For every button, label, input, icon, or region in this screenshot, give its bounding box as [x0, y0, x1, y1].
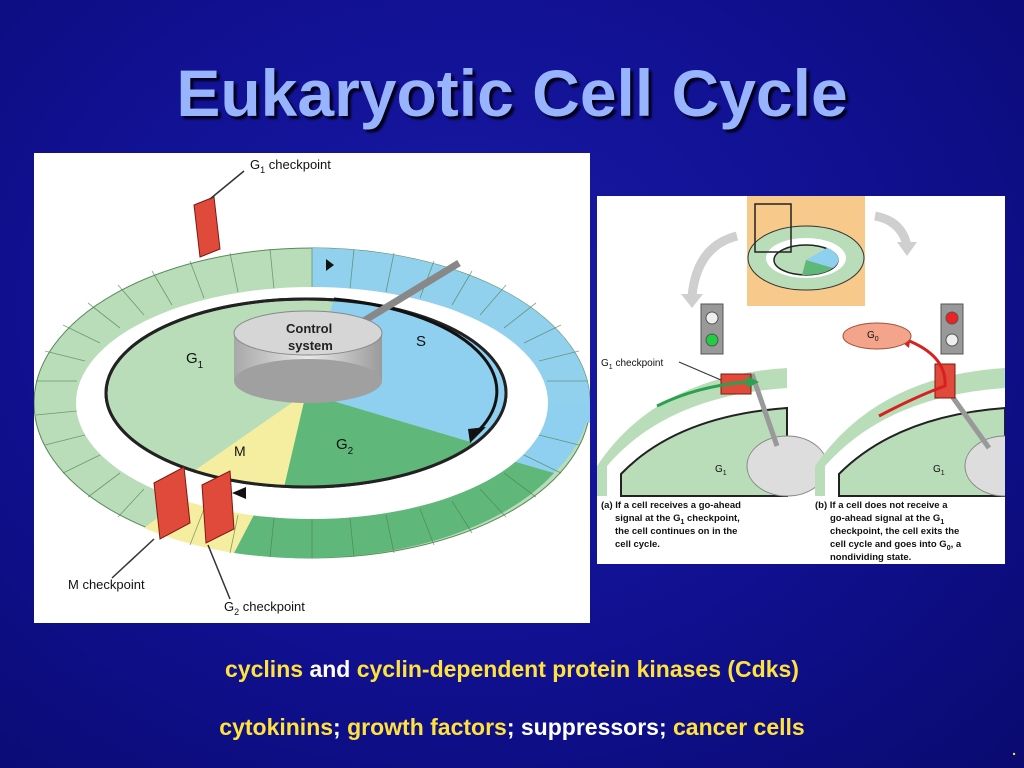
m-phase-wedge: [194, 393, 306, 487]
bottom-line-2: cytokinins; growth factors; suppressors;…: [0, 714, 1024, 741]
label-g2: G2: [336, 436, 354, 457]
label-g1: G1: [186, 350, 204, 371]
svg-text:checkpoint, the cell exits the: checkpoint, the cell exits the: [830, 526, 959, 537]
svg-text:(a) If a cell receives a go-ah: (a) If a cell receives a go-ahead: [601, 500, 741, 511]
g2-checkpoint-label: G2 checkpoint: [224, 599, 305, 617]
a-g1-label: G1: [715, 464, 727, 477]
term-cytokinins: cytokinins: [219, 714, 334, 740]
word-and: and: [309, 656, 351, 682]
g1-checkpoint-label: G1 checkpoint: [250, 157, 331, 175]
ring-ticks: [35, 248, 588, 558]
b-g1-label: G1: [933, 464, 945, 477]
separator-2: ; suppressors;: [506, 714, 667, 740]
bottom-line-1: cyclins and cyclin-dependent protein kin…: [0, 656, 1024, 683]
control-label-1: Control: [286, 321, 332, 336]
left-curve-arrow: [687, 231, 739, 297]
term-cancer-cells: cancer cells: [673, 714, 805, 740]
panel-b: [815, 303, 1024, 497]
corner-dot: .: [1012, 742, 1016, 758]
right-curve-arrow: [873, 211, 912, 248]
a-checkpoint-label: G1 checkpoint: [601, 358, 663, 371]
svg-text:go-ahead signal at the G1: go-ahead signal at the G1: [830, 513, 944, 526]
label-s: S: [416, 333, 426, 350]
svg-text:cell cycle.: cell cycle.: [615, 539, 660, 550]
term-cyclins: cyclins: [225, 656, 304, 682]
g2-checkpoint-gate: [201, 470, 235, 600]
control-system: Control system: [233, 310, 383, 403]
caption-b: (b) If a cell does not receive a go-ahea…: [815, 500, 962, 563]
svg-text:nondividing state.: nondividing state.: [830, 552, 911, 563]
g1-checkpoint-gate: [193, 170, 245, 258]
g1-checkpoint-detail-diagram: G1 checkpoint G1 G0 G1 (a) If a cell rec…: [597, 196, 1024, 564]
g2-phase-wedge: [284, 393, 474, 488]
b-g0-label: G0: [867, 330, 879, 343]
svg-text:(b) If a cell does not receive: (b) If a cell does not receive a: [815, 500, 948, 511]
m-checkpoint-gate: [111, 466, 191, 579]
term-cdks: cyclin-dependent protein kinases (Cdks): [356, 656, 799, 682]
m-checkpoint-label: M checkpoint: [68, 577, 145, 592]
svg-text:signal at the G1 checkpoint,: signal at the G1 checkpoint,: [615, 513, 740, 526]
separator-1: ;: [333, 714, 341, 740]
panel-a: [597, 303, 828, 497]
label-m: M: [234, 443, 246, 459]
caption-a: (a) If a cell receives a go-ahead signal…: [601, 500, 741, 550]
svg-text:the cell continues on in the: the cell continues on in the: [615, 526, 737, 537]
svg-text:cell cycle and goes into G0, a: cell cycle and goes into G0, a: [830, 539, 962, 552]
slide-title: Eukaryotic Cell Cycle: [176, 56, 848, 130]
term-growth-factors: growth factors: [347, 714, 507, 740]
control-label-2: system: [288, 338, 333, 353]
cell-cycle-diagram: G1 S G2 M Control system G1 checkpoint M: [33, 153, 591, 623]
